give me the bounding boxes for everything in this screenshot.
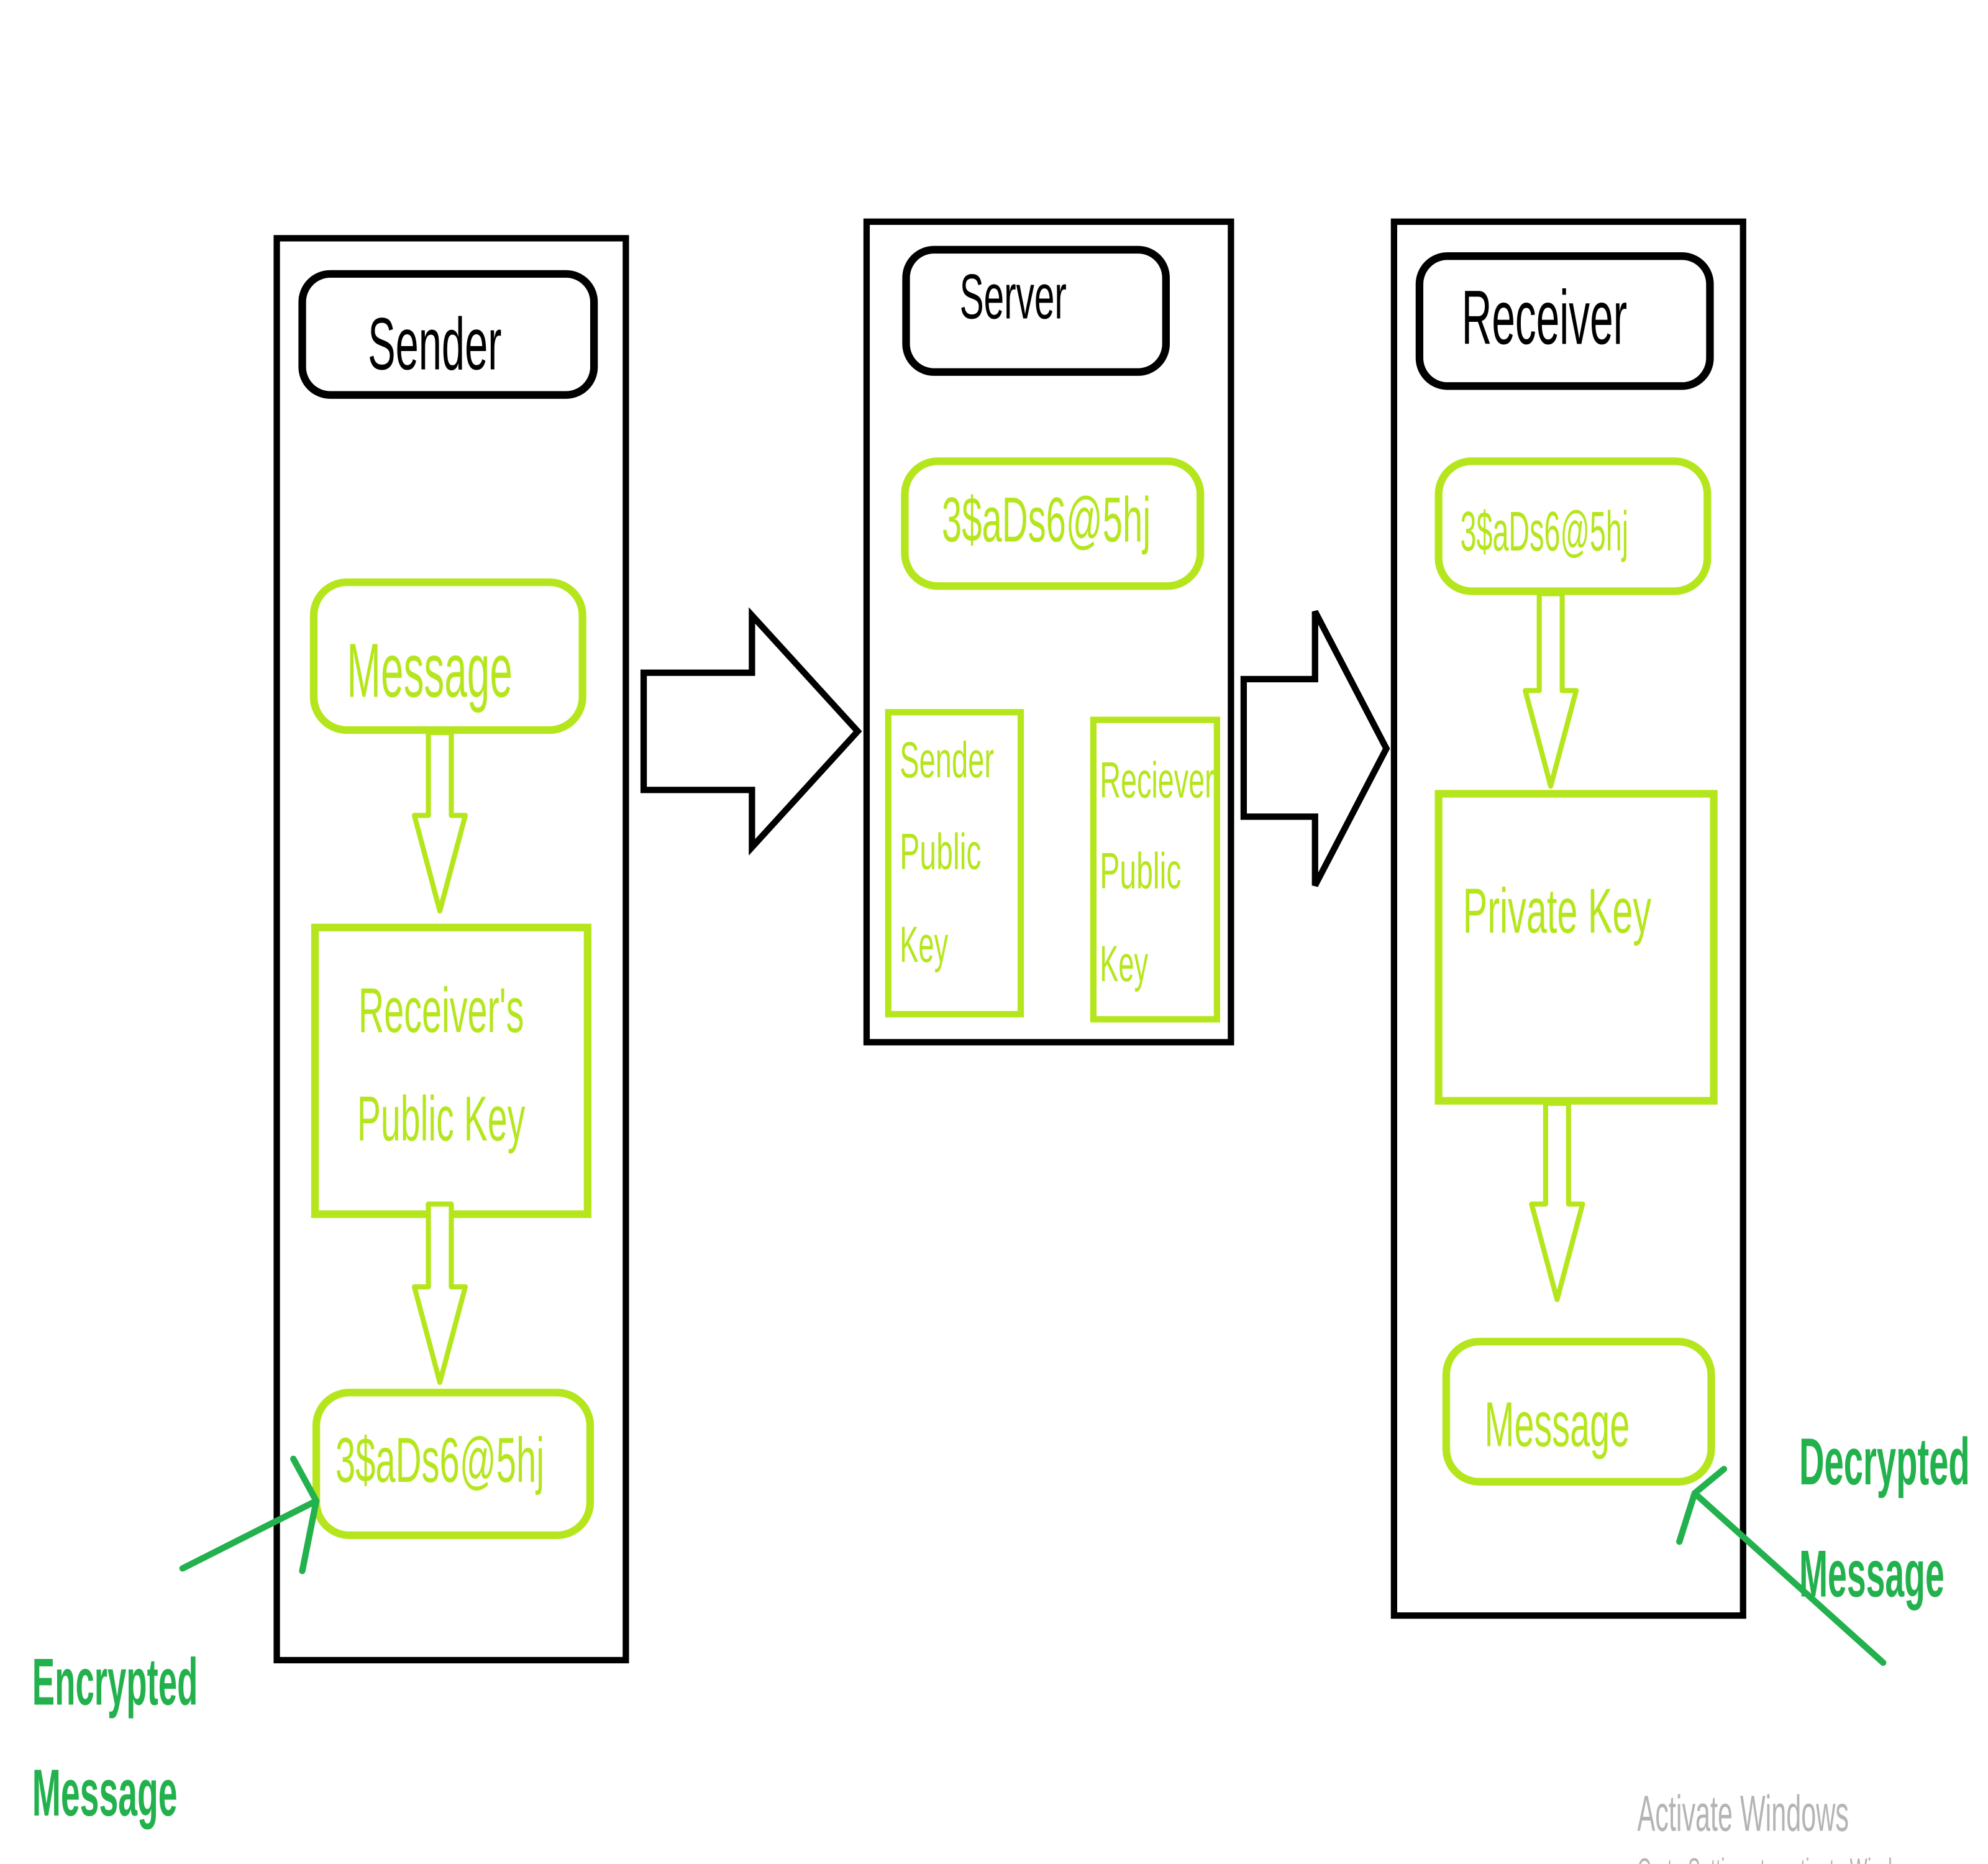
decrypted-label-line1: Decrypted: [1799, 1424, 1970, 1499]
receiver-public-key-box: [1090, 716, 1220, 1023]
receiver-title-box: [1415, 252, 1714, 390]
server-panel: [863, 218, 1234, 1046]
encrypted-pointer-arrow-icon: [179, 1455, 320, 1574]
server-cipher-box: [901, 457, 1205, 590]
server-receiver-key-line2: Public: [1100, 843, 1181, 899]
activate-windows-subtext: Go to Settings to activate Windows.: [1638, 1852, 1931, 1864]
down-arrow-icon: [1529, 1100, 1585, 1302]
receiver-message-box: [1442, 1338, 1715, 1486]
down-arrow-icon: [411, 1201, 468, 1385]
server-cipher-text: 3$aDs6@5hj: [942, 483, 1151, 555]
down-arrow-icon: [411, 729, 468, 914]
receiver-panel: [1390, 218, 1746, 1619]
down-arrow-icon: [1522, 591, 1579, 789]
receiver-public-key-line1: Receiver's: [358, 974, 524, 1046]
receiver-cipher-text: 3$aDs6@5hj: [1461, 500, 1629, 563]
right-arrow-icon: [1240, 610, 1390, 887]
activate-windows-watermark: Activate Windows: [1638, 1786, 1849, 1842]
receivers-public-key-box: [311, 923, 592, 1218]
server-sender-key-line3: Key: [900, 916, 948, 973]
server-sender-key-line1: Sender: [900, 732, 994, 788]
receiver-public-key-line2: Public Key: [357, 1082, 526, 1154]
right-arrow-icon: [640, 607, 862, 856]
server-receiver-key-line3: Key: [1100, 936, 1148, 992]
sender-panel: [273, 235, 629, 1664]
sender-public-key-box: [885, 709, 1024, 1018]
private-key-label: Private Key: [1463, 875, 1652, 946]
sender-message-label: Message: [347, 629, 513, 714]
server-title: Server: [960, 261, 1067, 332]
receiver-cipher-box: [1434, 457, 1712, 595]
decrypted-label-line2: Message: [1799, 1536, 1945, 1610]
server-receiver-key-line1: Reciever: [1100, 752, 1215, 809]
sender-cipher-text: 3$aDs6@5hj: [335, 1424, 544, 1496]
server-title-box: [902, 245, 1170, 376]
sender-title: Sender: [368, 303, 501, 386]
receiver-title: Receiver: [1462, 276, 1628, 361]
receiver-message-label: Message: [1484, 1388, 1630, 1460]
private-key-box: [1434, 790, 1718, 1105]
decrypted-pointer-arrow-icon: [1676, 1466, 1887, 1666]
server-sender-key-line2: Public: [900, 823, 981, 880]
encrypted-label-line1: Encrypted: [32, 1645, 198, 1719]
sender-title-box: [298, 270, 598, 399]
encrypted-label-line2: Message: [32, 1755, 178, 1830]
sender-cipher-box: [312, 1389, 595, 1540]
